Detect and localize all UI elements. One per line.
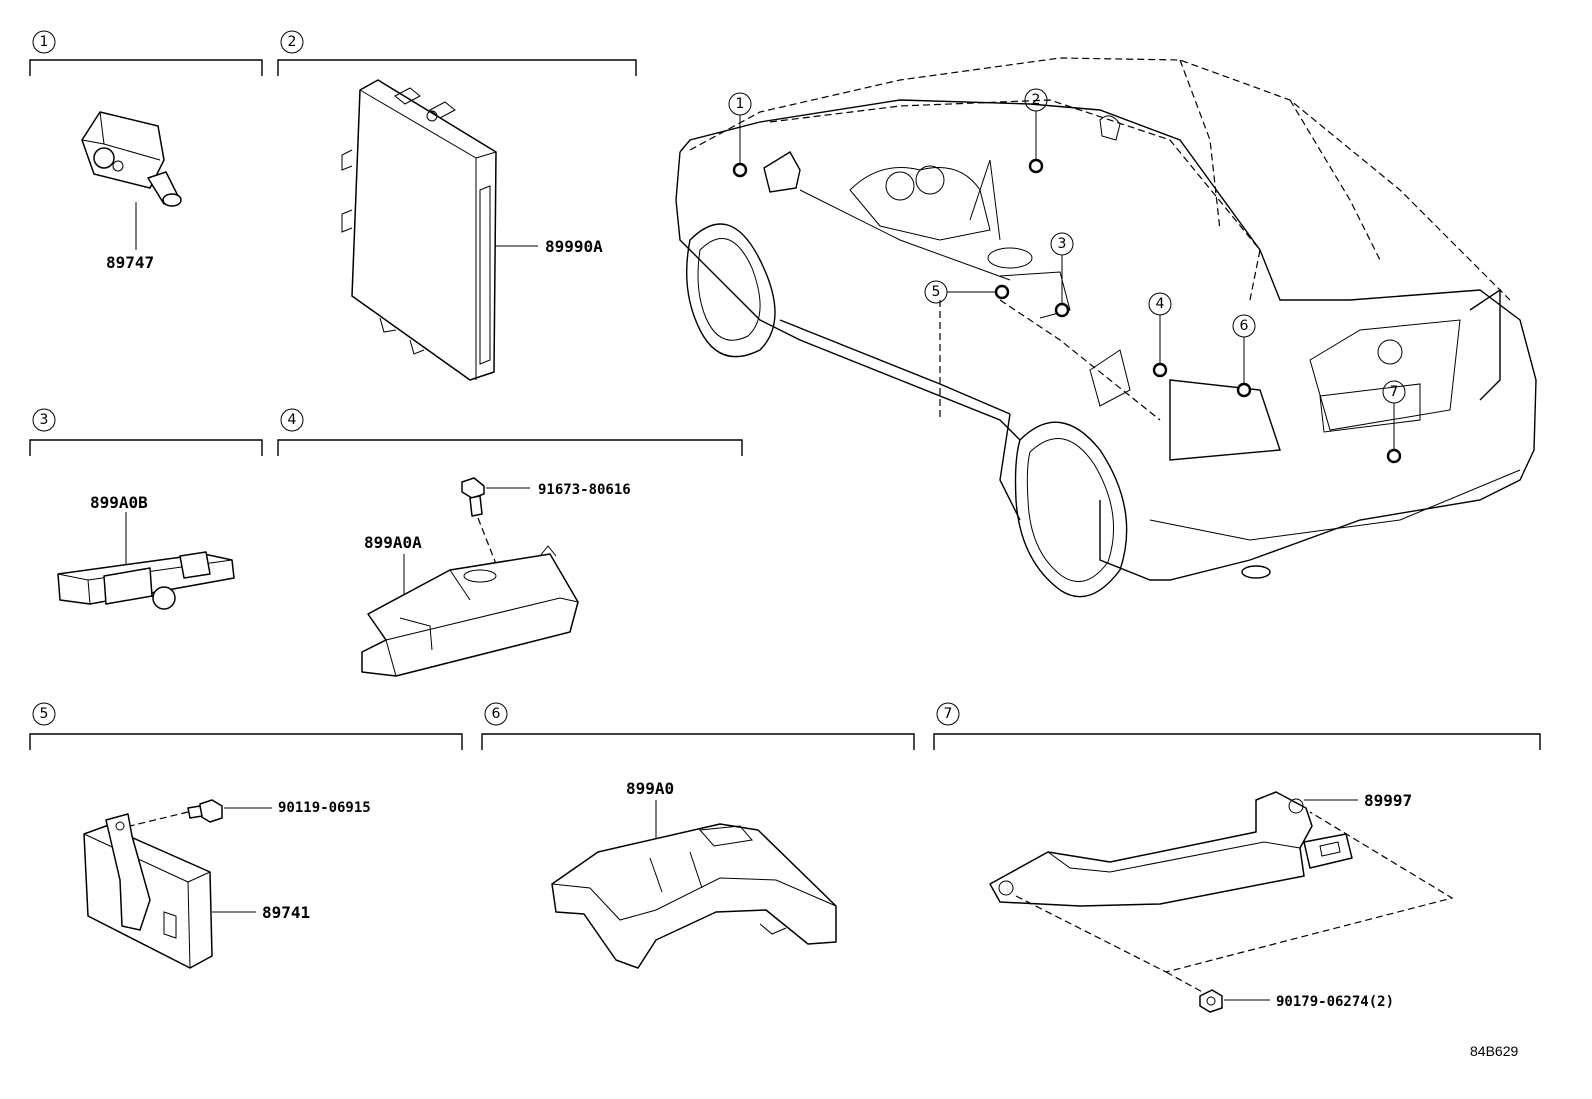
callout-2-location-dot — [1028, 158, 1044, 174]
vehicle-tail-light-left — [1169, 379, 1281, 461]
bolt5-dashed-line — [129, 811, 189, 827]
part-899a0a-drawing — [361, 545, 579, 677]
vehicle-mirror — [763, 151, 801, 193]
callout-6-location-dot — [1236, 382, 1252, 398]
vehicle-roof-line — [689, 57, 1511, 301]
callout-7-location-dot — [1386, 448, 1402, 464]
part-89997-label: 89997 — [1364, 791, 1412, 810]
section-7-marker — [936, 702, 960, 726]
vehicle-rear-emblem — [1377, 339, 1403, 365]
section-5-index: 5 — [40, 706, 49, 722]
callout-4-location-dot — [1152, 362, 1168, 378]
callout-5-location-dot — [994, 284, 1010, 300]
vehicle-body-outline — [679, 99, 1537, 581]
part-91673-80616-drawing — [461, 477, 485, 517]
part-89747-drawing — [81, 111, 182, 207]
vehicle-console — [999, 271, 1071, 319]
section-4-index: 4 — [288, 412, 297, 428]
vehicle-gauge-right — [915, 165, 945, 195]
vehicle-exhaust — [1241, 565, 1271, 579]
callout-6-number: 6 — [1240, 318, 1249, 334]
callout-3-location-dot — [1054, 302, 1070, 318]
part-90179-06274-label: 90179-06274(2) — [1276, 994, 1394, 1010]
callout-2-number: 2 — [1032, 92, 1041, 108]
figure-code: 84B629 — [1470, 1043, 1518, 1059]
vehicle-tail-light-right — [1469, 288, 1501, 401]
section-3-marker — [32, 408, 56, 432]
section-7-index: 7 — [944, 706, 953, 722]
vehicle-seat-back — [969, 159, 1001, 241]
vehicle-sill-end — [999, 413, 1021, 521]
part-899a0-drawing — [551, 823, 837, 969]
section-3-bracket — [29, 439, 263, 456]
section-5: 5 90119-06915 89741 — [29, 702, 463, 969]
vehicle-bumper — [1149, 469, 1521, 541]
section-7-bracket — [933, 733, 1541, 750]
section-6-marker — [484, 702, 508, 726]
section-4-bracket — [277, 439, 743, 456]
section-1: 1 89747 — [29, 30, 263, 272]
part-91673-80616-label: 91673-80616 — [538, 482, 631, 498]
vehicle-pillar-line — [1179, 59, 1221, 231]
vehicle-rear-glass-line — [1289, 99, 1381, 261]
section-3-index: 3 — [40, 412, 49, 428]
part-89747-label: 89747 — [106, 253, 154, 272]
section-1-marker — [32, 30, 56, 54]
part-89990a-drawing — [341, 79, 497, 381]
section-2-index: 2 — [288, 34, 297, 50]
vehicle-gauge-left — [885, 171, 915, 201]
vehicle-illustration — [675, 57, 1537, 598]
part-899a0-label: 899A0 — [626, 779, 674, 798]
part-89997-drawing — [989, 791, 1353, 907]
part-899a0a-label: 899A0A — [364, 533, 422, 552]
part-89741-label: 89741 — [262, 903, 310, 922]
section-4: 4 91673-80616 899A0A — [277, 408, 743, 677]
part-89741-drawing — [83, 813, 213, 969]
part-899a0b-label: 899A0B — [90, 493, 148, 512]
section-1-bracket — [29, 59, 263, 76]
section-2-bracket — [277, 59, 637, 76]
section-6-bracket — [481, 733, 915, 750]
vehicle-door-line — [769, 99, 1261, 301]
vehicle-rear-wheel — [1014, 421, 1128, 598]
section-5-marker — [32, 702, 56, 726]
section-2-marker — [280, 30, 304, 54]
section-5-bracket — [29, 733, 463, 750]
section-1-index: 1 — [40, 34, 49, 50]
nut-dashed-line — [1165, 971, 1207, 995]
callout-5-number: 5 — [932, 284, 941, 300]
vehicle-steering-wheel — [987, 247, 1033, 269]
callout-4-number: 4 — [1156, 296, 1165, 312]
part-899a0b-drawing — [57, 551, 235, 610]
vehicle-side-outline — [675, 151, 1021, 441]
vehicle-floor-line — [999, 299, 1161, 421]
part-90119-06915-drawing — [187, 799, 223, 823]
callout-1-location-dot — [732, 162, 748, 178]
vehicle-rear-wheel-inner — [1026, 438, 1115, 583]
section-7: 7 89997 90179-06274(2) — [933, 702, 1541, 1013]
section-3: 3 899A0B — [29, 408, 263, 610]
section-2: 2 89990A — [277, 30, 637, 381]
vehicle-license-plate — [1319, 383, 1421, 433]
vehicle-sill — [779, 319, 1011, 415]
vehicle-front-wheel — [686, 223, 776, 358]
part-89990a-label: 89990A — [545, 237, 603, 256]
vehicle-front-wheel-inner — [697, 237, 761, 341]
vehicle-rear-headrest — [1099, 115, 1121, 141]
vehicle-fuel-door — [1089, 349, 1131, 407]
part-90119-06915-label: 90119-06915 — [278, 800, 371, 816]
section-6: 6 899A0 — [481, 702, 915, 969]
section-6-index: 6 — [492, 706, 501, 722]
callout-7-number: 7 — [1390, 384, 1399, 400]
section-4-marker — [280, 408, 304, 432]
vehicle-license-area — [1309, 319, 1461, 431]
vehicle-dashboard — [849, 167, 991, 241]
callout-1-number: 1 — [736, 96, 745, 112]
vehicle-interior-line — [799, 189, 1011, 281]
part-90179-06274-drawing — [1199, 989, 1223, 1013]
vehicle-callouts: 1 2 3 4 5 6 7 — [728, 88, 1406, 464]
callout-3-number: 3 — [1058, 236, 1067, 252]
